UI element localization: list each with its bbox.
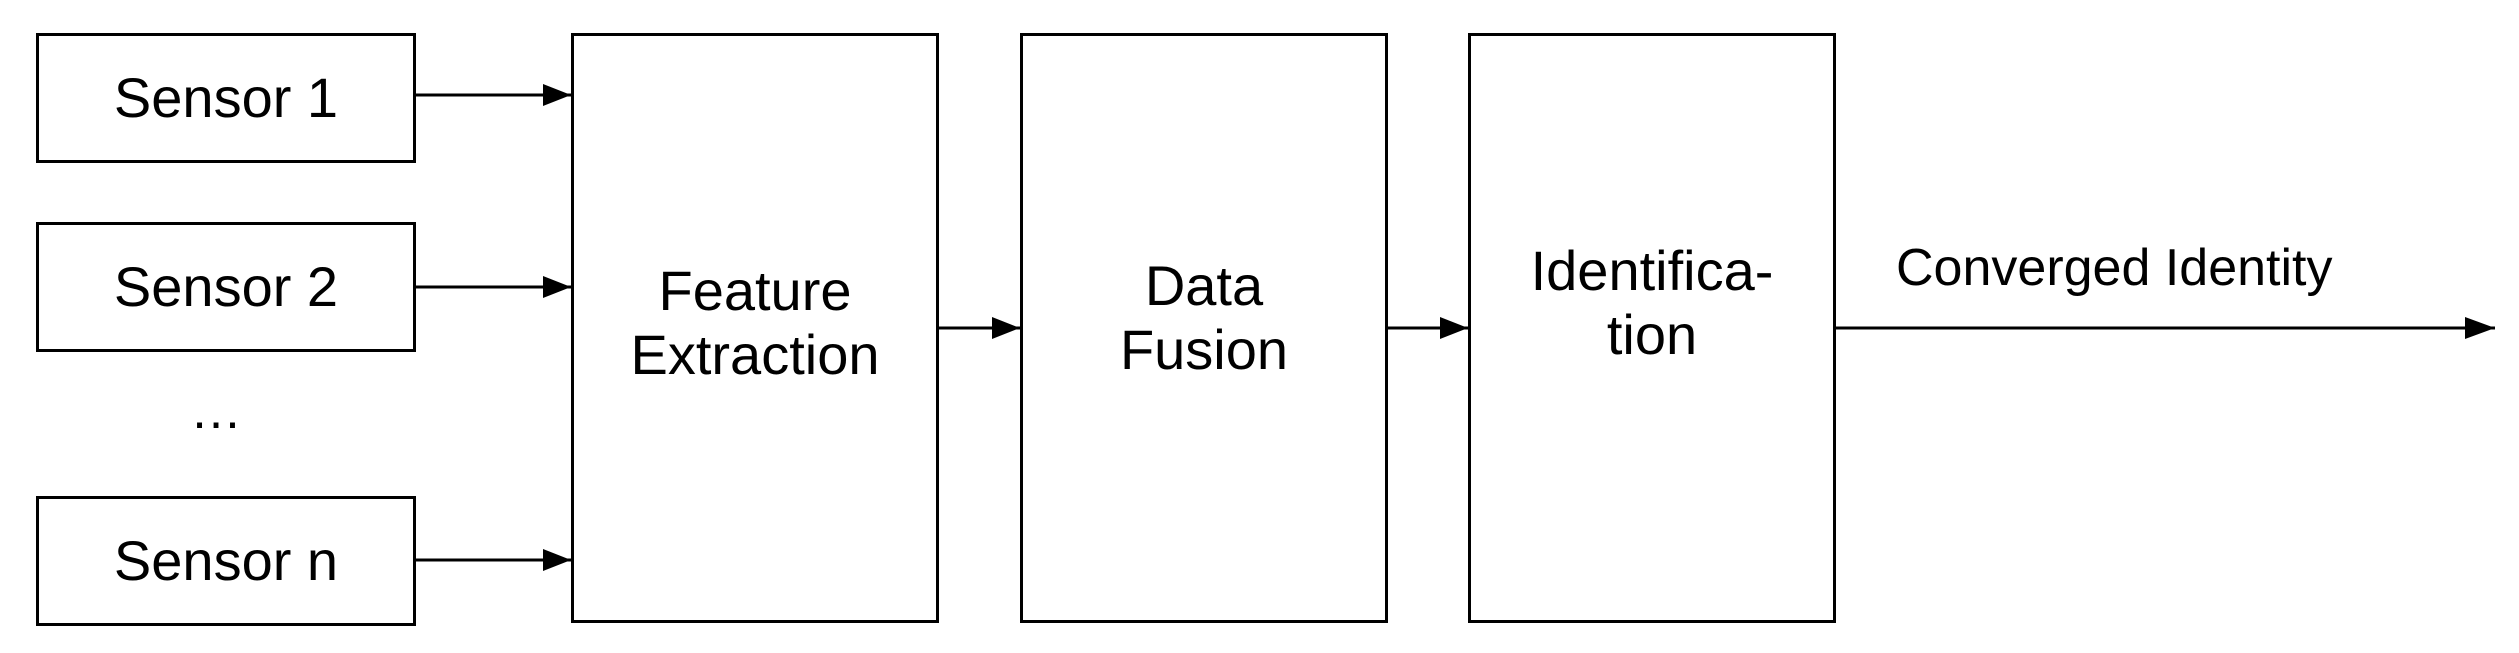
identification-label: Identifica- tion: [1530, 238, 1774, 366]
arrowhead-sensor-n: [543, 549, 571, 571]
arrowhead-output: [2465, 317, 2495, 339]
sensor-1-box: Sensor 1: [36, 33, 416, 163]
arrowhead-sensor-2: [543, 276, 571, 298]
sensor-n-box: Sensor n: [36, 496, 416, 626]
feature-extraction-box: Feature Extraction: [571, 33, 939, 623]
sensor-2-box: Sensor 2: [36, 222, 416, 352]
arrowhead-identification: [1440, 317, 1468, 339]
sensor-2-label: Sensor 2: [113, 254, 339, 318]
identification-box: Identifica- tion: [1468, 33, 1836, 623]
feature-extraction-label: Feature Extraction: [630, 258, 880, 386]
data-fusion-label: Data Fusion: [1119, 253, 1289, 381]
arrowhead-fusion: [992, 317, 1020, 339]
sensor-1-label: Sensor 1: [113, 65, 339, 129]
data-fusion-box: Data Fusion: [1020, 33, 1388, 623]
sensor-ellipsis: …: [190, 382, 242, 440]
converged-identity-label: Converged Identity: [1896, 239, 2333, 297]
sensor-n-label: Sensor n: [113, 528, 339, 592]
arrowhead-sensor-1: [543, 84, 571, 106]
